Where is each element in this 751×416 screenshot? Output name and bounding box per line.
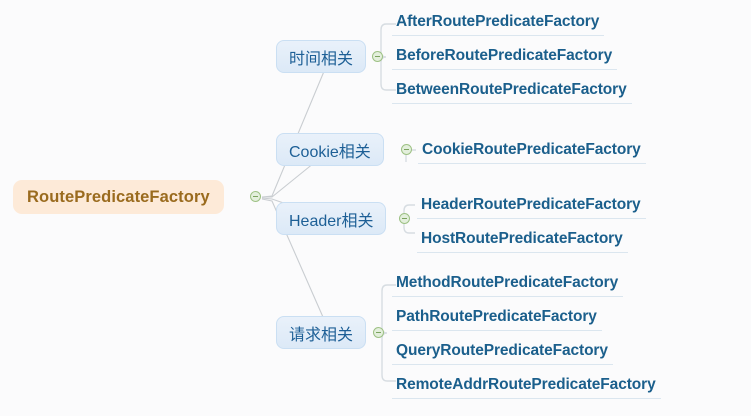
root-node[interactable]: RoutePredicateFactory <box>13 180 224 214</box>
leaf-item-label: BeforeRoutePredicateFactory <box>396 46 613 64</box>
category-node-cookie[interactable]: Cookie相关 <box>276 133 384 166</box>
collapse-dot-icon-request[interactable] <box>373 327 384 338</box>
leaf-item[interactable]: AfterRoutePredicateFactory <box>392 8 605 36</box>
leaf-item-label: BetweenRoutePredicateFactory <box>396 80 627 98</box>
leaf-item-label: RemoteAddrRoutePredicateFactory <box>396 375 656 393</box>
leaf-item[interactable]: RemoteAddrRoutePredicateFactory <box>392 371 661 399</box>
leaf-item[interactable]: BetweenRoutePredicateFactory <box>392 76 632 104</box>
category-node-request[interactable]: 请求相关 <box>276 316 367 349</box>
leaf-item-label: PathRoutePredicateFactory <box>396 307 597 325</box>
category-node-label: Cookie相关 <box>289 143 371 161</box>
leaf-item[interactable]: HeaderRoutePredicateFactory <box>417 191 646 219</box>
leaf-item[interactable]: QueryRoutePredicateFactory <box>392 337 613 365</box>
leaf-item[interactable]: BeforeRoutePredicateFactory <box>392 42 618 70</box>
collapse-dot-icon-root[interactable] <box>250 191 261 202</box>
leaf-item[interactable]: CookieRoutePredicateFactory <box>418 136 646 164</box>
collapse-dot-icon-time[interactable] <box>372 51 383 62</box>
root-node-label: RoutePredicateFactory <box>27 187 210 206</box>
category-node-label: 时间相关 <box>289 50 354 68</box>
category-node-label: Header相关 <box>289 212 374 230</box>
category-node-time[interactable]: 时间相关 <box>276 40 367 73</box>
leaf-item-label: AfterRoutePredicateFactory <box>396 12 600 30</box>
leaf-item-label: HostRoutePredicateFactory <box>421 229 623 247</box>
leaf-item[interactable]: HostRoutePredicateFactory <box>417 225 628 253</box>
leaf-item[interactable]: MethodRoutePredicateFactory <box>392 269 624 297</box>
category-node-header[interactable]: Header相关 <box>276 202 387 235</box>
leaf-item-label: MethodRoutePredicateFactory <box>396 273 619 291</box>
collapse-dot-icon-cookie[interactable] <box>401 144 412 155</box>
leaf-item-label: CookieRoutePredicateFactory <box>422 140 641 158</box>
leaf-item[interactable]: PathRoutePredicateFactory <box>392 303 602 331</box>
leaf-item-label: HeaderRoutePredicateFactory <box>421 195 641 213</box>
category-node-label: 请求相关 <box>289 326 354 344</box>
leaf-item-label: QueryRoutePredicateFactory <box>396 341 608 359</box>
collapse-dot-icon-header[interactable] <box>399 213 410 224</box>
